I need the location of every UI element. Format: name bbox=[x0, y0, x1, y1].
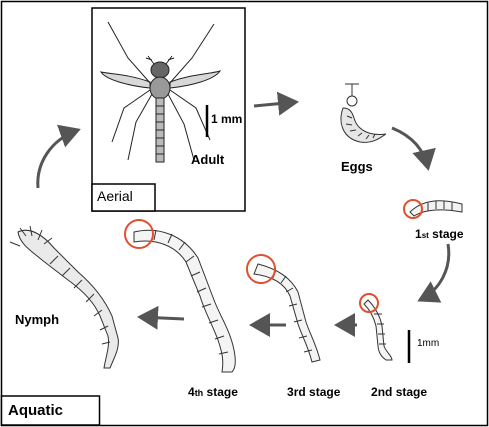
highlight-circle-stage-1 bbox=[403, 199, 423, 219]
eggs-label: Eggs bbox=[341, 159, 373, 174]
stage-2-word: stage bbox=[392, 385, 428, 399]
head-highlight-circles bbox=[124, 199, 423, 313]
stage-1-suffix: st bbox=[421, 231, 429, 240]
aquatic-label: Aquatic bbox=[8, 402, 64, 419]
arrow-stage-1-to-stage-2 bbox=[417, 243, 451, 303]
larva-scale-label: 1mm bbox=[417, 338, 440, 349]
highlight-circle-stage-4 bbox=[124, 219, 154, 249]
adult-insect-drawing bbox=[99, 21, 222, 163]
stage-2-label: 2nd stage bbox=[371, 386, 427, 398]
arrow-eggs-to-stage-1 bbox=[391, 126, 436, 171]
stage-3-label: 3rd stage bbox=[287, 386, 340, 398]
larva-stage-3-drawing bbox=[253, 263, 321, 363]
aerial-panel bbox=[91, 7, 246, 212]
arrow-adult-to-eggs bbox=[253, 91, 299, 116]
aerial-tab bbox=[91, 183, 156, 212]
highlight-circle-stage-3 bbox=[246, 254, 276, 284]
stage-1-word: stage bbox=[428, 227, 464, 241]
nymph-label: Nymph bbox=[15, 312, 60, 327]
stage-4-label: 4th stage bbox=[188, 386, 238, 398]
arrow-nymph-to-adult bbox=[36, 124, 81, 189]
stage-4-suffix: th bbox=[194, 388, 204, 398]
stage-1-number: 1 bbox=[415, 227, 422, 241]
stage-1-label: 1st stage bbox=[415, 228, 464, 240]
stage-3-word: stage bbox=[305, 385, 341, 399]
adult-scale-label: 1 mm bbox=[211, 112, 243, 126]
stage-4-word: stage bbox=[203, 385, 238, 399]
aquatic-tab bbox=[0, 395, 101, 426]
cycle-arrows bbox=[36, 91, 451, 337]
arrow-stage-4-to-nymph bbox=[137, 305, 185, 330]
stage-2-suffix: nd bbox=[377, 385, 393, 399]
highlight-circle-stage-2 bbox=[359, 293, 379, 313]
stage-2-number: 2 bbox=[371, 385, 378, 399]
larva-stage-2-drawing bbox=[363, 299, 393, 361]
larva-stage-1-drawing bbox=[409, 200, 463, 217]
stage-4-number: 4 bbox=[188, 385, 195, 399]
nymph-drawing bbox=[9, 225, 119, 369]
stage-3-number: 3 bbox=[287, 385, 294, 399]
larva-stage-4-drawing bbox=[133, 229, 236, 373]
egg-cluster-drawing bbox=[340, 83, 387, 143]
stage-3-suffix: rd bbox=[293, 385, 306, 399]
aerial-label: Aerial bbox=[97, 188, 133, 204]
adult-label: Adult bbox=[191, 152, 225, 167]
